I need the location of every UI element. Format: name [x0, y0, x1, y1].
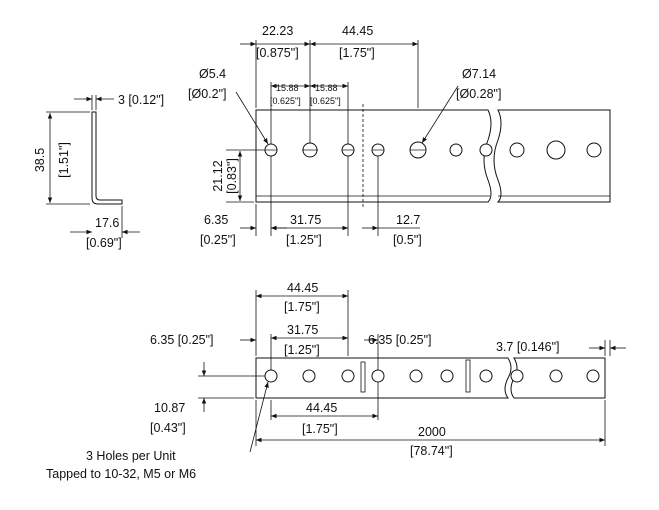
hole-small	[479, 143, 493, 157]
tapped-hole	[549, 369, 563, 383]
bottom-pitch-top-in-label: [1.75"]	[284, 300, 320, 314]
small-hole-dia-in-label: [Ø0.2"]	[188, 87, 226, 101]
angle-flange-mm-label: 17.6	[95, 216, 119, 230]
angle-height-in-label: [1.51"]	[57, 142, 71, 178]
top-edge-in-label: [0.25"]	[200, 233, 236, 247]
bottom-span-mm-label: 31.75	[287, 323, 318, 337]
bottom-edge-left-label: 6.35 [0.25"]	[150, 333, 214, 347]
bottom-span-in-label: [1.25"]	[284, 343, 320, 357]
pitch-22-in-label: [0.875"]	[256, 46, 299, 60]
spacing-a-label: 15.88	[276, 83, 299, 93]
bottom-edge-right-label: 6.35 [0.25"]	[368, 333, 432, 347]
tapped-hole	[371, 369, 385, 383]
angle-height-mm-label: 38.5	[33, 148, 47, 172]
angle-profile: 3 [0.12"] 38.5 [1.51"] 17.6 [0.69"]	[33, 93, 164, 250]
small-hole-dia-label: Ø5.4	[199, 67, 226, 81]
top-offset-in-label: [0.5"]	[393, 233, 422, 247]
overall-length-mm-label: 2000	[418, 425, 446, 439]
bottom-pitch-bottom-label: 44.45	[306, 401, 337, 415]
tap-note-line2: Tapped to 10-32, M5 or M6	[46, 467, 196, 481]
bottom-hole-height-in-label: [0.43"]	[150, 421, 186, 435]
bottom-pitch-top-label: 44.45	[287, 281, 318, 295]
angle-flange-in-label: [0.69"]	[86, 236, 122, 250]
tapped-hole	[302, 369, 316, 383]
tapped-hole	[440, 369, 454, 383]
pitch-22-label: 22.23	[262, 24, 293, 38]
hole-small	[449, 143, 463, 157]
pitch-44-label: 44.45	[342, 24, 373, 38]
spacing-b-in-label: [0.625"]	[310, 96, 341, 106]
top-offset-mm-label: 12.7	[396, 213, 420, 227]
tapped-hole	[586, 369, 600, 383]
tapped-hole	[479, 369, 493, 383]
spacing-b-label: 15.88	[315, 83, 338, 93]
overall-length-in-label: [78.74"]	[410, 444, 453, 458]
tap-note-line1: 3 Holes per Unit	[86, 449, 176, 463]
tapped-hole	[264, 369, 278, 383]
bottom-holes	[264, 369, 600, 383]
large-hole-dia-in-label: [Ø0.28"]	[456, 87, 501, 101]
tapped-hole	[409, 369, 423, 383]
spacing-a-in-label: [0.625"]	[270, 96, 301, 106]
hole-small	[509, 142, 525, 158]
bottom-hole-height-mm-label: 10.87	[154, 401, 185, 415]
hole-small	[586, 142, 602, 158]
top-edge-mm-label: 6.35	[204, 213, 228, 227]
large-hole-dia-label: Ø7.14	[462, 67, 496, 81]
top-span-in-label: [1.25"]	[286, 233, 322, 247]
tapped-hole	[341, 369, 355, 383]
angle-thickness-label: 3 [0.12"]	[118, 93, 164, 107]
pitch-44-in-label: [1.75"]	[339, 46, 375, 60]
slot-mark	[465, 359, 471, 393]
top-span-mm-label: 31.75	[290, 213, 321, 227]
top-hole-height-mm-label: 21.12	[211, 160, 225, 191]
bottom-view: 44.45 [1.75"] 31.75 [1.25"] 6.35 [0.25"]…	[46, 281, 626, 481]
hole-large	[546, 140, 566, 160]
bottom-end-offset-label: 3.7 [0.146"]	[496, 340, 560, 354]
top-hole-height-in-label: [0.83"]	[225, 158, 239, 194]
slot-mark	[360, 361, 366, 393]
bottom-pitch-bottom-in-label: [1.75"]	[302, 422, 338, 436]
top-strip-left	[255, 109, 492, 203]
angle-profile-shape	[91, 111, 123, 205]
top-view: 22.23 [0.875"] 44.45 [1.75"] 15.88 [0.62…	[188, 24, 611, 247]
tapped-hole	[510, 369, 524, 383]
